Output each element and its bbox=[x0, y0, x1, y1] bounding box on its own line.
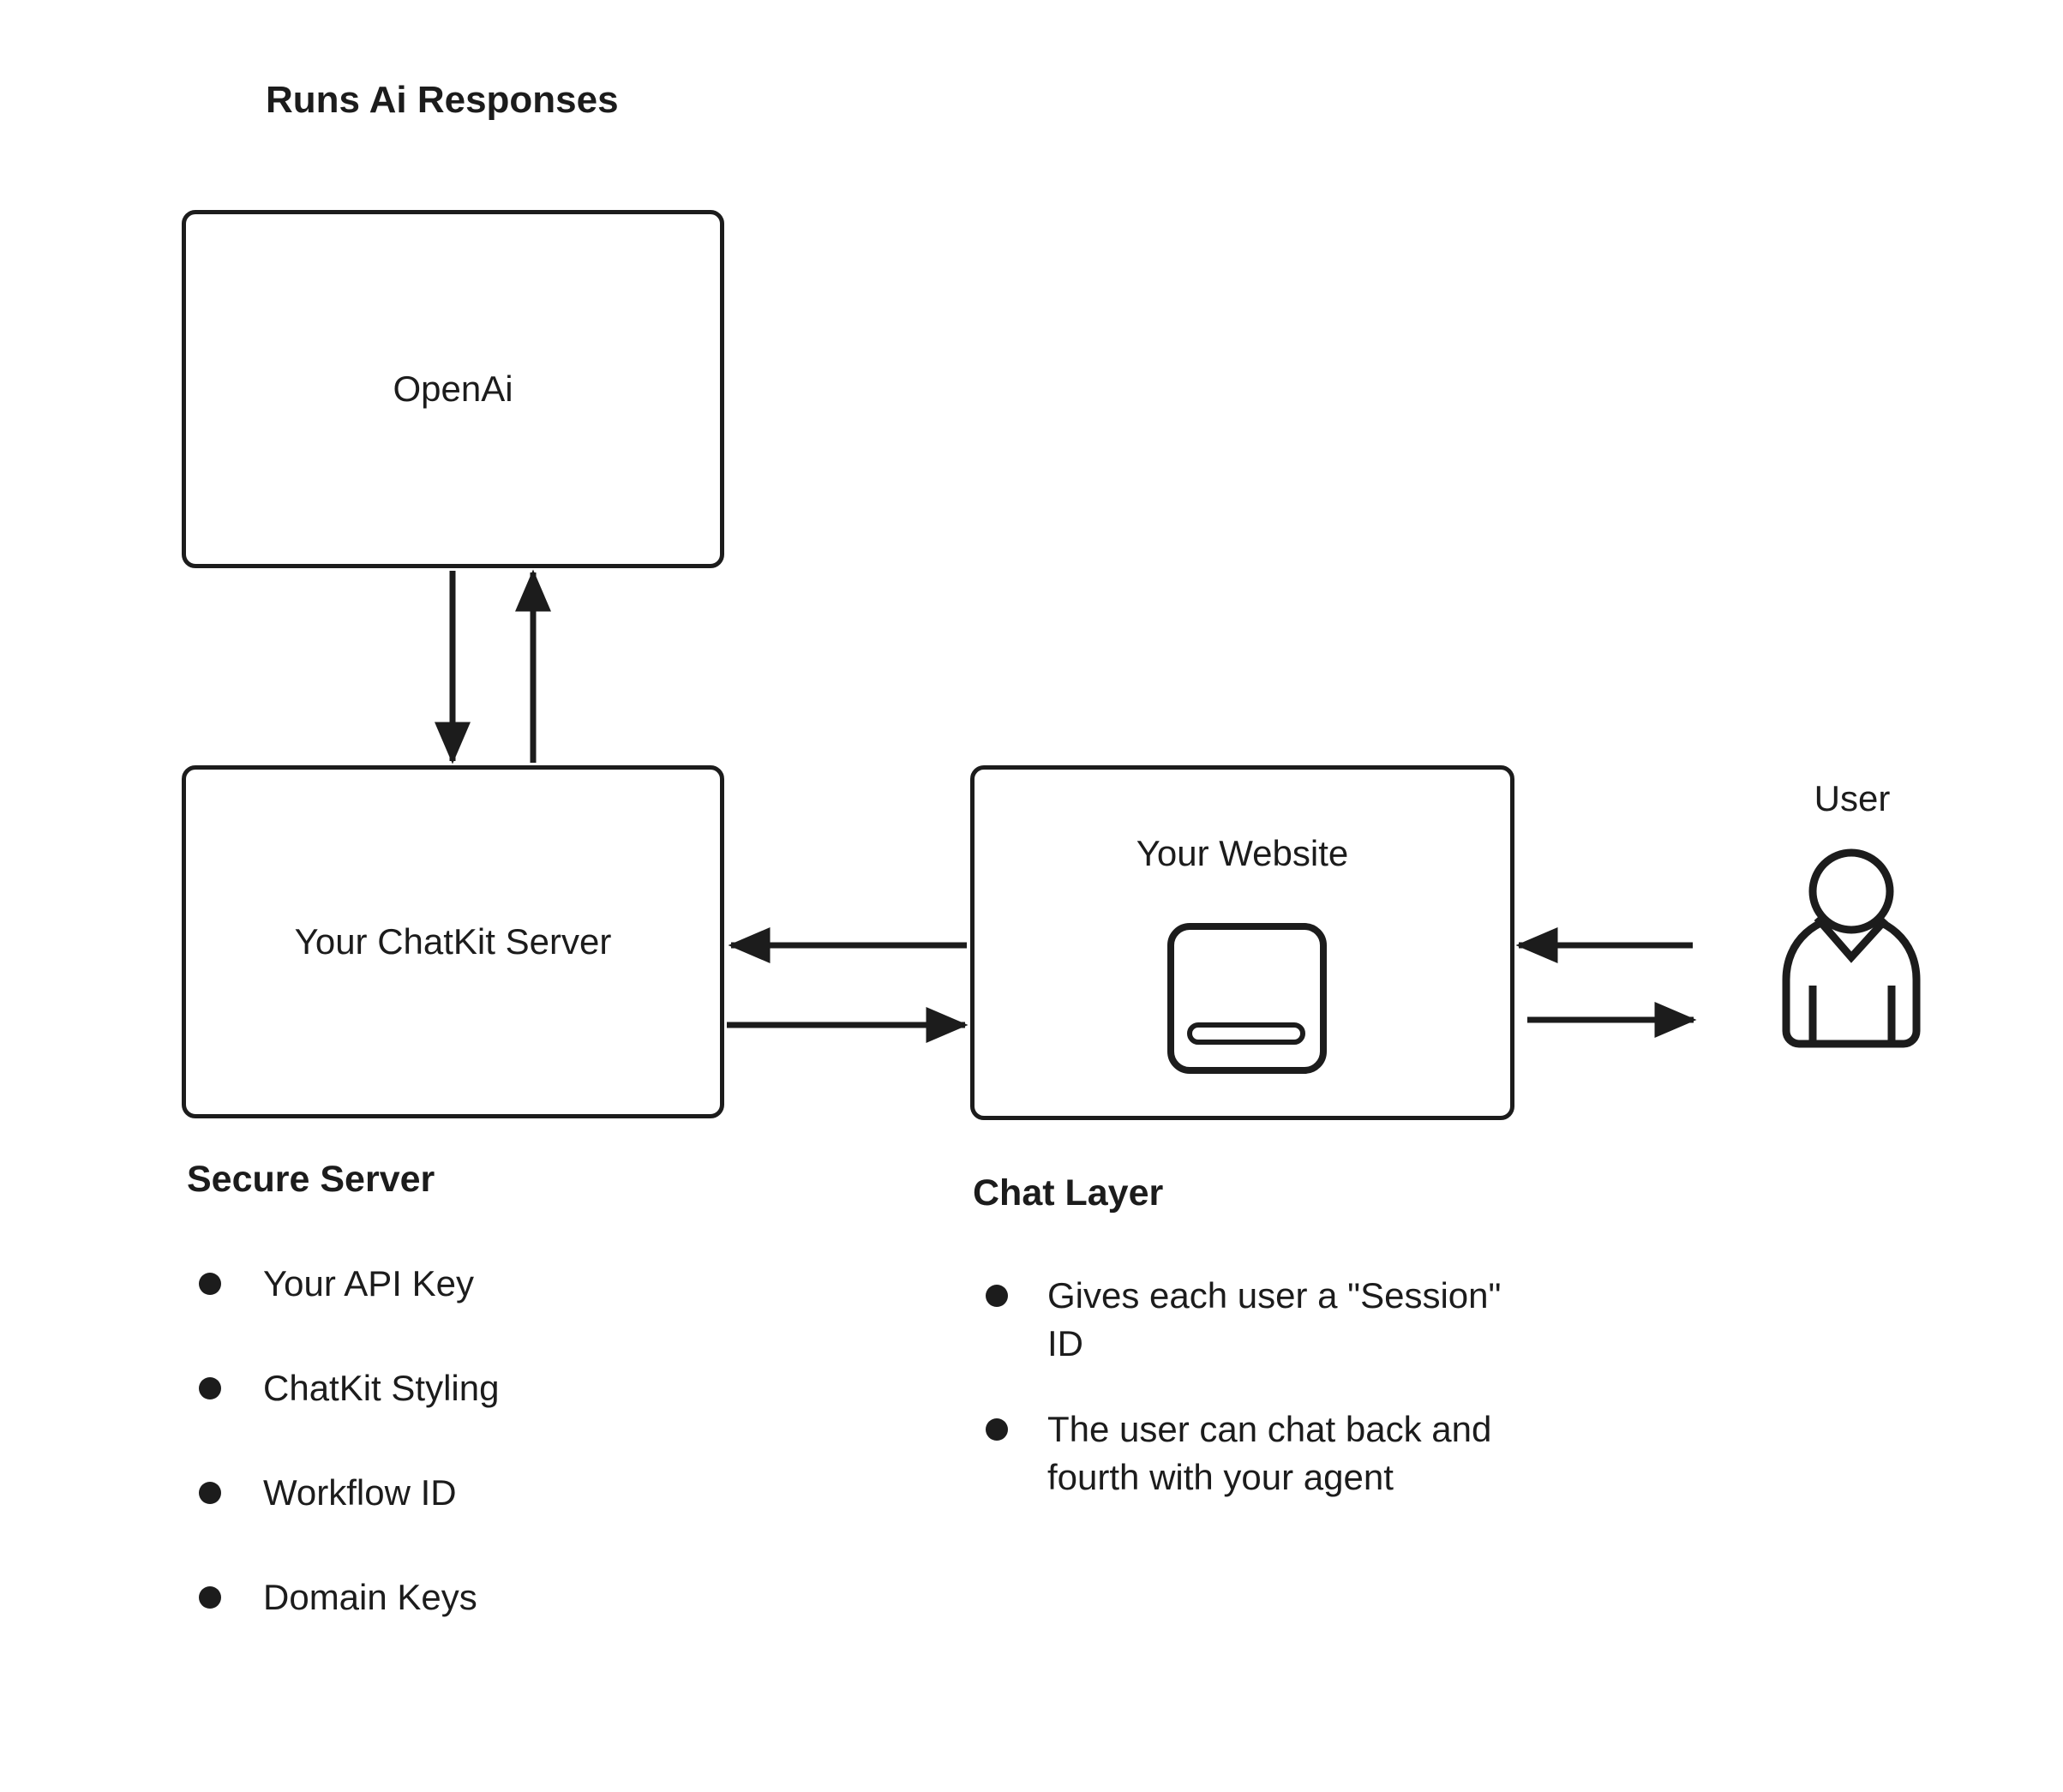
website-box-label: Your Website bbox=[1136, 833, 1349, 873]
list-item: ChatKit Styling bbox=[199, 1369, 499, 1407]
openai-box: OpenAi bbox=[182, 210, 724, 568]
user-head bbox=[1808, 848, 1894, 934]
list-item: The user can chat back and fourth with y… bbox=[986, 1405, 1543, 1501]
user-icon bbox=[1782, 848, 1921, 1048]
user-label: User bbox=[1814, 778, 1891, 818]
list-item: Domain Keys bbox=[199, 1579, 499, 1616]
list-item: Your API Key bbox=[199, 1265, 499, 1303]
secure-server-list: Your API Key ChatKit Styling Workflow ID… bbox=[199, 1265, 499, 1683]
chat-input-bar bbox=[1187, 1022, 1305, 1045]
website-box: Your Website bbox=[970, 765, 1514, 1120]
list-item: Workflow ID bbox=[199, 1474, 499, 1512]
user-collar bbox=[1814, 915, 1889, 963]
openai-box-label: OpenAi bbox=[393, 369, 513, 409]
chat-layer-title: Chat Layer bbox=[973, 1172, 1164, 1214]
runs-ai-responses-label: Runs Ai Responses bbox=[266, 79, 619, 121]
user-torso bbox=[1782, 912, 1921, 1048]
chat-widget-icon bbox=[1167, 923, 1327, 1074]
list-item: Gives each user a "Session" ID bbox=[986, 1272, 1543, 1368]
secure-server-title: Secure Server bbox=[187, 1159, 435, 1200]
chatkit-server-box-label: Your ChatKit Server bbox=[294, 921, 612, 962]
chat-layer-list: Gives each user a "Session" ID The user … bbox=[986, 1272, 1543, 1539]
chatkit-server-box: Your ChatKit Server bbox=[182, 765, 724, 1118]
